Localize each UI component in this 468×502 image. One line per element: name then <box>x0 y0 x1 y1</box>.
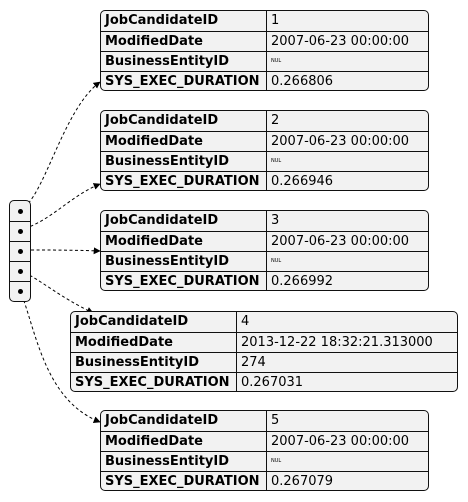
record-box: JobCandidateID 3 ModifiedDate 2007-06-23… <box>100 210 429 291</box>
field-key: BusinessEntityID <box>101 152 267 171</box>
field-value: 3 <box>271 213 280 228</box>
field-value: 2013-12-22 18:32:21.313000 <box>241 335 433 350</box>
field-key: ModifiedDate <box>101 32 267 51</box>
pointer-link <box>19 183 101 231</box>
field-value: 2 <box>271 113 280 128</box>
field-key: SYS_EXEC_DURATION <box>101 472 267 490</box>
field-key: BusinessEntityID <box>71 353 237 372</box>
field-value: 5 <box>271 413 280 428</box>
field-value: 0.266806 <box>271 74 334 89</box>
field-key: BusinessEntityID <box>101 452 267 471</box>
field-key: JobCandidateID <box>101 211 267 231</box>
field-key: JobCandidateID <box>101 11 267 31</box>
field-value: 4 <box>241 314 250 329</box>
record-row: ModifiedDate 2007-06-23 00:00:00 <box>101 131 428 151</box>
pointer-array <box>9 200 31 302</box>
record-row: SYS_EXEC_DURATION 0.267079 <box>101 471 428 490</box>
pointer-link <box>19 247 101 255</box>
field-key: JobCandidateID <box>101 111 267 131</box>
field-key: SYS_EXEC_DURATION <box>101 72 267 90</box>
field-key: SYS_EXEC_DURATION <box>101 272 267 290</box>
field-value: 2007-06-23 00:00:00 <box>271 34 410 49</box>
record-row: JobCandidateID 4 <box>71 312 457 332</box>
field-key: BusinessEntityID <box>101 252 267 271</box>
record-box: JobCandidateID 2 ModifiedDate 2007-06-23… <box>100 110 429 191</box>
field-key: ModifiedDate <box>101 432 267 451</box>
field-value: 1 <box>271 13 280 28</box>
record-box: JobCandidateID 4 ModifiedDate 2013-12-22… <box>70 311 458 392</box>
pointer-cell <box>10 201 30 221</box>
field-key: JobCandidateID <box>101 411 267 431</box>
pointer-cell <box>10 281 30 301</box>
record-row: SYS_EXEC_DURATION 0.266806 <box>101 71 428 90</box>
field-value: 2007-06-23 00:00:00 <box>271 134 410 149</box>
pointer-cell <box>10 241 30 261</box>
field-key: SYS_EXEC_DURATION <box>71 373 237 391</box>
field-value: 274 <box>241 355 266 370</box>
record-row: ModifiedDate 2007-06-23 00:00:00 <box>101 231 428 251</box>
record-row: JobCandidateID 2 <box>101 111 428 131</box>
field-key: BusinessEntityID <box>101 52 267 71</box>
field-value: 0.267079 <box>271 474 334 489</box>
record-row: BusinessEntityID NUL <box>101 251 428 271</box>
field-key: SYS_EXEC_DURATION <box>101 172 267 190</box>
pointer-dot <box>17 229 23 234</box>
record-box: JobCandidateID 5 ModifiedDate 2007-06-23… <box>100 410 429 491</box>
pointer-dot <box>17 249 23 254</box>
pointer-link <box>19 81 101 211</box>
null-value: NUL <box>271 158 282 164</box>
pointer-dot <box>17 289 23 294</box>
record-row: BusinessEntityID NUL <box>101 51 428 71</box>
record-row: BusinessEntityID 274 <box>71 352 457 372</box>
pointer-cell <box>10 221 30 241</box>
field-key: ModifiedDate <box>101 132 267 151</box>
field-value: 2007-06-23 00:00:00 <box>271 434 410 449</box>
field-key: JobCandidateID <box>71 312 237 332</box>
null-value: NUL <box>271 258 282 264</box>
record-row: JobCandidateID 1 <box>101 11 428 31</box>
pointer-dot <box>17 269 23 274</box>
field-value: 0.266992 <box>271 274 334 289</box>
record-row: ModifiedDate 2007-06-23 00:00:00 <box>101 431 428 451</box>
record-box: JobCandidateID 1 ModifiedDate 2007-06-23… <box>100 10 429 91</box>
pointer-dot <box>17 208 23 214</box>
null-value: NUL <box>271 58 282 64</box>
field-value: 0.267031 <box>241 375 304 390</box>
field-key: ModifiedDate <box>101 232 267 251</box>
record-row: ModifiedDate 2013-12-22 18:32:21.313000 <box>71 332 457 352</box>
field-value: 0.266946 <box>271 174 334 189</box>
record-row: ModifiedDate 2007-06-23 00:00:00 <box>101 31 428 51</box>
null-value: NUL <box>271 458 282 464</box>
record-row: SYS_EXEC_DURATION 0.267031 <box>71 372 457 391</box>
record-row: BusinessEntityID NUL <box>101 151 428 171</box>
pointer-cell <box>10 261 30 281</box>
record-row: JobCandidateID 3 <box>101 211 428 231</box>
field-key: ModifiedDate <box>71 333 237 352</box>
record-row: BusinessEntityID NUL <box>101 451 428 471</box>
record-row: JobCandidateID 5 <box>101 411 428 431</box>
record-row: SYS_EXEC_DURATION 0.266992 <box>101 271 428 290</box>
field-value: 2007-06-23 00:00:00 <box>271 234 410 249</box>
record-row: SYS_EXEC_DURATION 0.266946 <box>101 171 428 190</box>
